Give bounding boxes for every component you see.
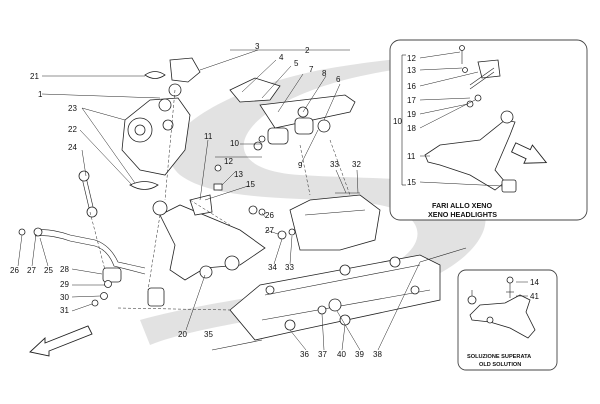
leader-lines: [17, 49, 421, 351]
callout-2: 2: [305, 46, 310, 55]
callout-31: 31: [60, 306, 69, 315]
inset-xeno-headlights: 12 13 16 17 19 18 10 11 15 FARI ALLO XEN…: [389, 39, 588, 221]
inset-old-solution: 14 41 SOLUZIONE SUPERATA OLD SOLUTION: [457, 269, 558, 371]
callout-33: 33: [330, 160, 339, 169]
callout-6: 6: [336, 75, 341, 84]
xeno-callout-16: 16: [407, 82, 416, 91]
callout-10: 10: [230, 139, 239, 148]
callout-labels: 3 2 4 5 7 8 6 9 21 1 23 22 24 11 10 12 1…: [10, 42, 382, 359]
callout-26: 26: [10, 266, 19, 275]
callout-23: 23: [68, 104, 77, 113]
callout-28: 28: [60, 265, 69, 274]
xeno-callout-15: 15: [407, 178, 416, 187]
xeno-caption-it: FARI ALLO XENO: [432, 201, 492, 210]
callout-30: 30: [60, 293, 69, 302]
guide-lines: [89, 89, 351, 311]
callout-32: 32: [352, 160, 361, 169]
old-callout-14: 14: [530, 278, 539, 287]
callout-40: 40: [337, 350, 346, 359]
callout-36: 36: [300, 350, 309, 359]
callout-22: 22: [68, 125, 77, 134]
callout-27b: 27: [265, 226, 274, 235]
callout-15: 15: [246, 180, 255, 189]
callout-9: 9: [298, 161, 303, 170]
callout-20: 20: [178, 330, 187, 339]
callout-37: 37: [318, 350, 327, 359]
callout-26b: 26: [265, 211, 274, 220]
callout-27: 27: [27, 266, 36, 275]
callout-7: 7: [309, 65, 314, 74]
xeno-callout-12: 12: [407, 54, 416, 63]
xeno-callout-19: 19: [407, 110, 416, 119]
callout-8: 8: [322, 69, 327, 78]
callout-38: 38: [373, 350, 382, 359]
xeno-callout-17: 17: [407, 96, 416, 105]
callout-29: 29: [60, 280, 69, 289]
callout-1: 1: [38, 90, 43, 99]
xeno-callout-11: 11: [407, 152, 416, 161]
old-caption-en: OLD SOLUTION: [479, 362, 521, 368]
callout-24: 24: [68, 143, 77, 152]
xeno-callout-18: 18: [407, 124, 416, 133]
old-caption-it: SOLUZIONE SUPERATA: [467, 354, 531, 360]
callout-5: 5: [294, 59, 299, 68]
callout-11: 11: [204, 132, 213, 141]
direction-arrow: [29, 325, 93, 357]
callout-3: 3: [255, 42, 260, 51]
callout-33b: 33: [285, 263, 294, 272]
callout-4: 4: [279, 53, 284, 62]
callout-25: 25: [44, 266, 53, 275]
callout-35: 35: [204, 330, 213, 339]
callout-brackets: [215, 49, 350, 158]
xeno-callout-13: 13: [407, 66, 416, 75]
callout-34: 34: [268, 263, 277, 272]
callout-12: 12: [224, 157, 233, 166]
main-assembly: [18, 57, 467, 351]
callout-21: 21: [30, 72, 39, 81]
old-callout-41: 41: [530, 292, 539, 301]
xeno-callout-10: 10: [393, 117, 402, 126]
xeno-caption-en: XENO HEADLIGHTS: [428, 210, 497, 219]
callout-39: 39: [355, 350, 364, 359]
callout-13: 13: [234, 170, 243, 179]
